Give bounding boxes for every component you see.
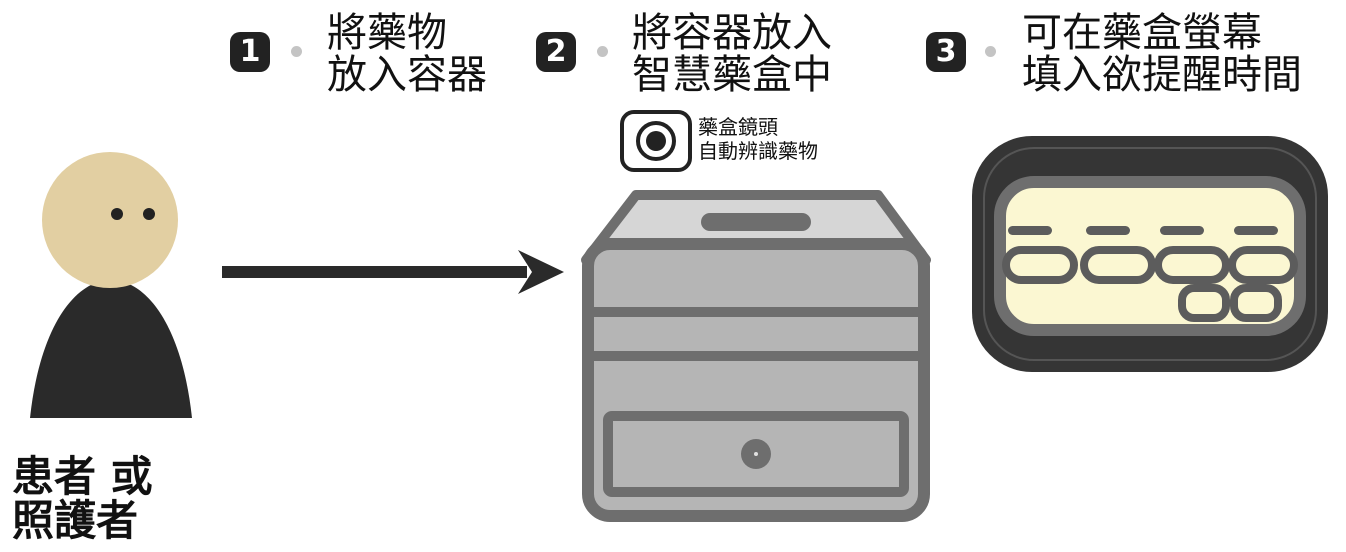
pill-box-lid-handle [701,213,811,231]
step-2-badge: 2 [536,32,576,72]
flow-arrow-icon [222,250,564,294]
step-3-text: 可在藥盒螢幕 填入欲提醒時間 [1022,12,1302,96]
step-1-separator-dot [291,46,302,57]
step-2-text: 將容器放入 智慧藥盒中 [632,12,832,96]
step-1-text: 將藥物 放入容器 [327,12,487,96]
time-slot-1 [1002,246,1078,284]
time-slot-4 [1228,246,1298,284]
step-3-separator-dot [985,46,996,57]
person-label: 患者 或 照護者 [12,455,153,543]
person-head [42,152,178,288]
step-3-line-1: 可在藥盒螢幕 [1022,10,1262,56]
time-slot-5 [1178,284,1230,322]
camera-caption-line-2: 自動辨識藥物 [698,139,818,163]
person-label-line-1: 患者 或 [12,452,153,501]
person-body [30,280,192,418]
step-1-line-1: 將藥物 [327,10,447,56]
step-2-line-1: 將容器放入 [632,10,832,56]
step-2-line-2: 智慧藥盒中 [632,52,832,98]
smart-pill-box-icon [581,190,931,522]
person-label-line-2: 照護者 [12,496,139,545]
camera-caption: 藥盒鏡頭 自動辨識藥物 [698,115,818,163]
person-icon [30,152,192,418]
pill-box-screen-icon [972,136,1328,372]
camera-icon [620,110,692,172]
step-1-badge: 1 [230,32,270,72]
step-3-line-2: 填入欲提醒時間 [1022,52,1302,98]
time-slot-2 [1080,246,1156,284]
step-3-badge: 3 [926,32,966,72]
person-eye-right [143,208,155,220]
time-slot-6 [1230,284,1282,322]
camera-caption-line-1: 藥盒鏡頭 [698,115,778,139]
step-1-line-2: 放入容器 [327,52,487,98]
step-2-separator-dot [597,46,608,57]
time-slot-3 [1154,246,1230,284]
person-eye-left [111,208,123,220]
